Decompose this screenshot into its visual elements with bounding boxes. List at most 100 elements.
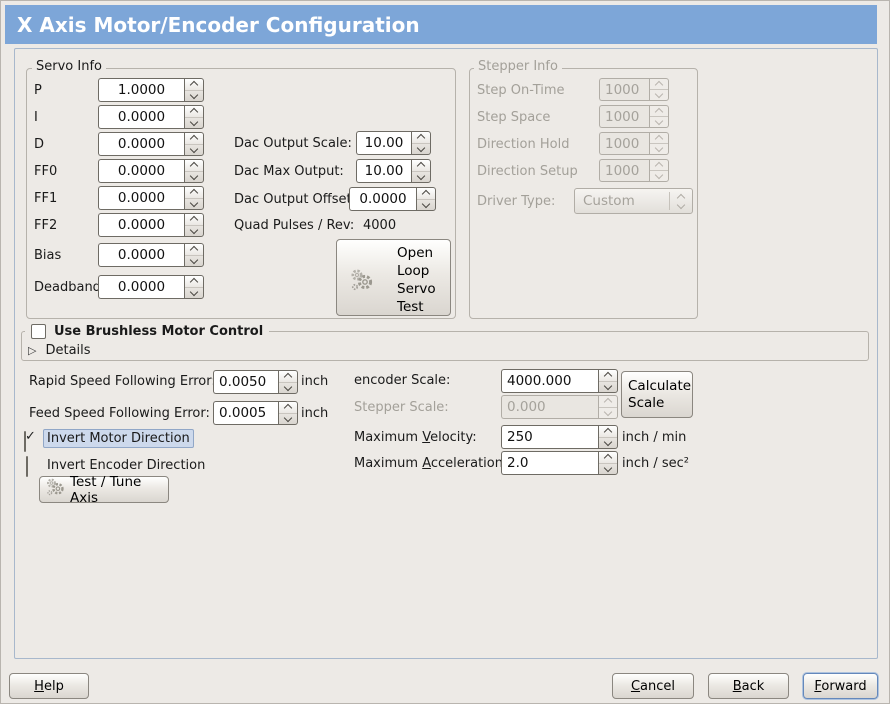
invert-motor-checkbox[interactable]: ✓ xyxy=(24,429,36,452)
spin-down-button[interactable] xyxy=(279,382,297,394)
combo-separator xyxy=(669,192,670,210)
spin-up-button[interactable] xyxy=(599,452,617,464)
ff1-input[interactable] xyxy=(98,186,184,210)
test-tune-axis-button[interactable]: Test / Tune Axis xyxy=(39,474,169,506)
feed-error-input[interactable] xyxy=(213,401,278,425)
spin-down-button[interactable] xyxy=(650,89,668,100)
rapid-error-spinbox xyxy=(213,370,298,394)
expander-triangle-icon: ▷ xyxy=(28,343,37,357)
spin-up-button[interactable] xyxy=(185,133,203,145)
max-accel-spin-buttons xyxy=(598,451,618,475)
dac-output-offset-input[interactable] xyxy=(349,187,416,211)
ff1-spin-buttons xyxy=(184,186,204,210)
spin-up-button[interactable] xyxy=(185,214,203,226)
help-button[interactable]: Help xyxy=(9,673,89,699)
spin-up-button[interactable] xyxy=(185,244,203,256)
forward-button[interactable]: Forward xyxy=(803,673,878,699)
spin-down-button[interactable] xyxy=(185,255,203,267)
spin-up-button[interactable] xyxy=(599,370,617,382)
max-velocity-input[interactable] xyxy=(501,425,598,449)
back-button[interactable]: Back xyxy=(708,673,789,699)
p-spinbox xyxy=(98,78,204,102)
encoder-scale-label: encoder Scale: xyxy=(354,373,451,388)
back-button-label: Back xyxy=(732,678,765,694)
bias-spin-buttons xyxy=(184,243,204,267)
d-input[interactable] xyxy=(98,132,184,156)
spin-down-button[interactable] xyxy=(650,116,668,127)
spin-up-button[interactable] xyxy=(417,188,435,200)
deadband-input[interactable] xyxy=(98,275,184,299)
details-expander[interactable]: ▷ Details xyxy=(28,343,91,358)
p-input[interactable] xyxy=(98,78,184,102)
spin-down-button[interactable] xyxy=(185,225,203,237)
spin-up-button[interactable] xyxy=(412,132,430,144)
i-input[interactable] xyxy=(98,105,184,129)
spin-up-button[interactable] xyxy=(279,371,297,383)
encoder-scale-input[interactable] xyxy=(501,369,598,393)
servo-info-frame xyxy=(26,68,456,319)
dac-max-spin-buttons xyxy=(411,159,431,183)
invert-motor-label-highlight[interactable]: Invert Motor Direction xyxy=(43,429,194,448)
ff2-input[interactable] xyxy=(98,213,184,237)
spin-down-button[interactable] xyxy=(185,90,203,102)
spin-up-button[interactable] xyxy=(185,276,203,288)
spin-up-button[interactable] xyxy=(185,160,203,172)
spin-down-button[interactable] xyxy=(650,143,668,154)
spin-down-button[interactable] xyxy=(185,117,203,129)
content-frame xyxy=(14,48,878,659)
spin-up-button[interactable] xyxy=(412,160,430,172)
accel-unit: inch / sec² xyxy=(622,456,690,471)
invert-encoder-checkbox[interactable] xyxy=(26,456,28,477)
deadband-spinbox xyxy=(98,275,204,299)
feed-error-label: Feed Speed Following Error: xyxy=(29,406,210,421)
ff0-input[interactable] xyxy=(98,159,184,183)
deadband-spin-buttons xyxy=(184,275,204,299)
spin-up-button[interactable] xyxy=(650,79,668,90)
velocity-unit: inch / min xyxy=(622,430,687,445)
spin-down-button[interactable] xyxy=(185,287,203,299)
spin-down-button[interactable] xyxy=(650,170,668,181)
rapid-error-input[interactable] xyxy=(213,370,278,394)
spin-down-button[interactable] xyxy=(599,437,617,449)
stepper-scale-input xyxy=(501,395,598,419)
use-brushless-label: Use Brushless Motor Control xyxy=(54,323,264,339)
spin-up-button[interactable] xyxy=(185,79,203,91)
cancel-button[interactable]: Cancel xyxy=(612,673,694,699)
open-loop-servo-test-button[interactable]: Open Loop Servo Test xyxy=(336,239,451,316)
spin-down-button[interactable] xyxy=(279,413,297,425)
dac-max-output-input[interactable] xyxy=(356,159,411,183)
spin-down-button[interactable] xyxy=(417,199,435,211)
spin-up-button[interactable] xyxy=(279,402,297,414)
spin-up-button[interactable] xyxy=(650,106,668,117)
spin-up-button[interactable] xyxy=(650,160,668,171)
spin-down-button[interactable] xyxy=(599,407,617,419)
i-spinbox xyxy=(98,105,204,129)
forward-button-label: Forward xyxy=(814,678,867,694)
ff1-spinbox xyxy=(98,186,204,210)
spin-down-button[interactable] xyxy=(185,198,203,210)
invert-encoder-label: Invert Encoder Direction xyxy=(47,458,206,473)
spin-up-button[interactable] xyxy=(599,426,617,438)
calculate-scale-button[interactable]: Calculate Scale xyxy=(621,371,693,418)
spin-down-button[interactable] xyxy=(185,171,203,183)
use-brushless-checkbox[interactable] xyxy=(31,323,46,339)
spin-down-button[interactable] xyxy=(599,381,617,393)
spin-down-button[interactable] xyxy=(412,143,430,155)
spin-up-button[interactable] xyxy=(599,396,617,408)
ff2-spinbox xyxy=(98,213,204,237)
step-space-label: Step Space xyxy=(477,110,551,125)
spin-up-button[interactable] xyxy=(650,133,668,144)
dac-output-scale-input[interactable] xyxy=(356,131,411,155)
p-spin-buttons xyxy=(184,78,204,102)
spin-down-button[interactable] xyxy=(185,144,203,156)
rapid-error-spin-buttons xyxy=(278,370,298,394)
driver-type-value: Custom xyxy=(583,193,635,209)
max-accel-input[interactable] xyxy=(501,451,598,475)
spin-down-button[interactable] xyxy=(599,463,617,475)
bias-input[interactable] xyxy=(98,243,184,267)
step-space-spin-buttons xyxy=(649,105,669,128)
spin-up-button[interactable] xyxy=(185,187,203,199)
spin-up-button[interactable] xyxy=(185,106,203,118)
spin-down-button[interactable] xyxy=(412,171,430,183)
